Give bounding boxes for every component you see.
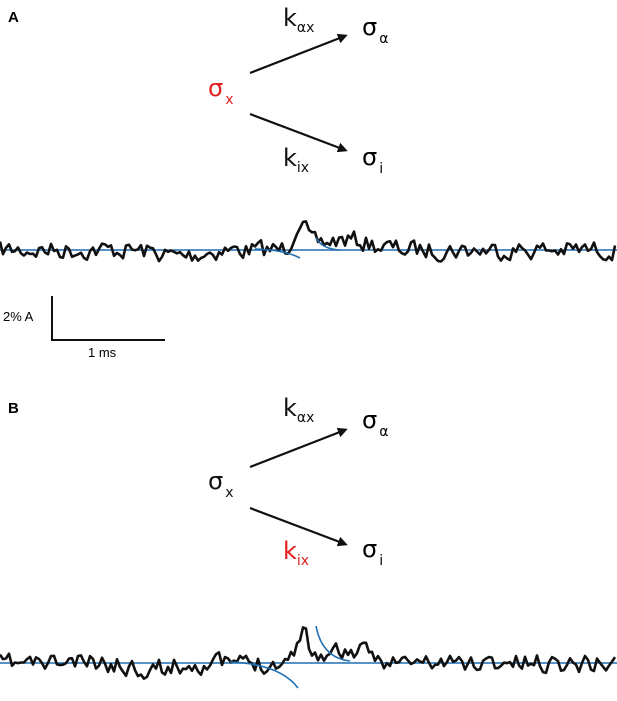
scale-bar-x-label: 1 ms [88,345,117,360]
source-symbol: σ [208,74,223,102]
rate-bottom-symbol: k [283,144,297,172]
rate-bottom-symbol: k [283,537,297,565]
fit-curve-b-post [315,625,351,662]
panel-a-rate-top: kαx [283,4,314,36]
target-top-symbol: σ [362,406,377,434]
fit-curve-a-post [315,237,341,251]
source-subscript: x [225,92,233,108]
panel-a-rate-bottom: kix [283,144,309,176]
rate-top-subscript: αx [297,20,315,36]
arrow-to-bottom [249,506,348,547]
fit-curve-b-pre [229,661,299,689]
panel-b-rate-top: kαx [283,394,314,426]
scale-bar-y-label: 2% A [3,309,34,324]
trace-a [0,220,617,263]
target-bottom-subscript: i [379,553,383,569]
arrow-to-top [249,427,348,469]
target-top-symbol: σ [362,13,377,41]
target-bottom-subscript: i [379,161,383,177]
arrow-to-top [249,33,348,75]
fit-curve-a-pre [254,248,301,259]
target-top-subscript: α [379,424,388,440]
rate-top-symbol: k [283,4,297,32]
source-subscript: x [225,485,233,501]
source-symbol: σ [208,467,223,495]
panel-a-label: A [8,9,19,26]
trace-b [0,626,617,680]
rate-top-symbol: k [283,394,297,422]
arrow-to-bottom [249,112,348,153]
rate-top-subscript: αx [297,410,315,426]
target-bottom-symbol: σ [362,143,377,171]
target-top-subscript: α [379,31,388,47]
rate-bottom-subscript: ix [297,553,309,569]
rate-bottom-subscript: ix [297,160,309,176]
scale-bar [51,296,165,341]
panel-b-rate-bottom: kix [283,537,309,569]
target-bottom-symbol: σ [362,535,377,563]
panel-b-label: B [8,400,19,417]
